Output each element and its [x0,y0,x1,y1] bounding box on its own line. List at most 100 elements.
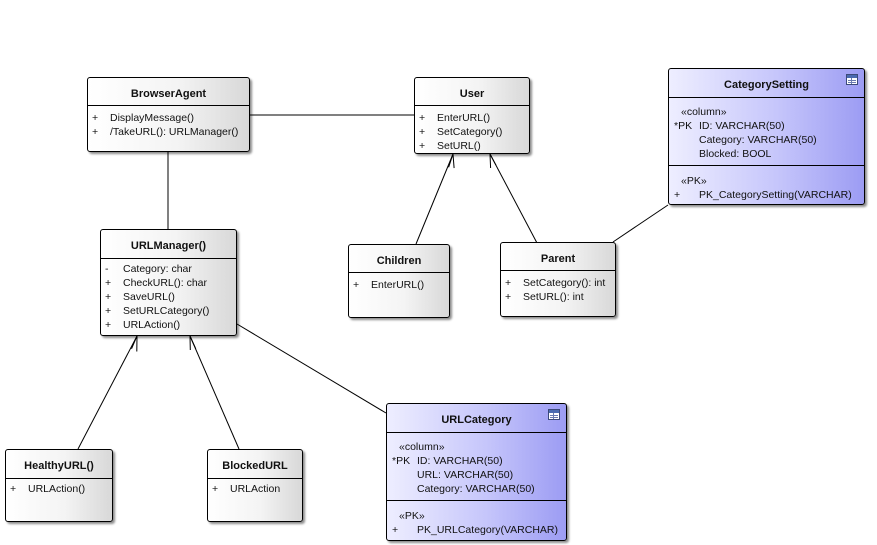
visibility-marker: + [105,305,112,317]
methods-compartment: + EnterURL() [349,273,449,292]
visibility-marker: + [392,524,399,536]
table-name: CategorySetting [669,69,864,98]
method-name: SetCategory(): int [523,277,606,289]
method-name: SetURL(): int [523,291,584,303]
member-row: - Category: char [101,262,236,276]
column-stereotype: «column» [399,441,445,453]
class-children[interactable]: Children + EnterURL() [348,244,450,318]
class-name: Parent [501,243,615,271]
pk-stereotype: «PK» [681,175,707,187]
method-row: + SetCategory() [415,125,529,139]
class-parent[interactable]: Parent + SetCategory(): int + SetURL(): … [500,242,616,317]
method-row: + EnterURL() [415,111,529,125]
table-icon [846,74,858,85]
class-browseragent[interactable]: BrowserAgent + DisplayMessage() + /TakeU… [87,77,250,152]
method-row: + SetURL() [415,139,529,153]
assoc-urlmanager-urlcategory[interactable] [236,323,387,414]
gen-healthyurl-urlmanager-arrowhead [131,335,138,352]
table-categorysetting[interactable]: CategorySetting «column» *PK ID: VARCHAR… [668,68,865,205]
class-healthyurl[interactable]: HealthyURL() + URLAction() [5,449,113,522]
gen-blockedurl-urlmanager-arrowhead [189,335,197,351]
table-urlcategory[interactable]: URLCategory «column» *PK ID: VARCHAR(50)… [386,403,567,541]
methods-compartment: + URLAction() [6,479,112,496]
member-row: + SaveURL() [101,290,236,304]
member-row: + SetURLCategory() [101,304,236,318]
method-name: URLAction() [28,483,86,495]
member-name: CheckURL(): char [123,277,208,289]
gen-parent-user-arrowhead [489,153,497,169]
column-definition: Blocked: BOOL [699,148,772,160]
visibility-marker: + [353,279,360,291]
column-row: Blocked: BOOL [669,147,864,161]
column-definition: ID: VARCHAR(50) [417,455,503,467]
pk-row: + PK_URLCategory(VARCHAR) [387,523,566,537]
method-name: SetCategory() [437,126,503,138]
method-row: + DisplayMessage() [88,111,249,125]
method-row: + EnterURL() [349,278,449,292]
pk-operation: PK_URLCategory(VARCHAR) [417,524,559,536]
methods-compartment: + SetCategory(): int + SetURL(): int [501,271,615,304]
class-name: BlockedURL [208,450,302,479]
column-key: *PK [674,120,693,132]
member-name: URLAction() [123,319,181,331]
visibility-marker: + [674,189,681,201]
method-row: + SetURL(): int [501,290,615,304]
class-name: Children [349,245,449,273]
pk-stereotype: «PK» [399,510,425,522]
columns-compartment: «column» *PK ID: VARCHAR(50) Category: V… [669,98,864,165]
method-name: SetURL() [437,140,481,152]
column-key: *PK [392,455,411,467]
class-user[interactable]: User + EnterURL() + SetCategory() + SetU… [414,77,530,154]
gen-blockedurl-urlmanager[interactable] [189,335,240,450]
class-name: User [415,78,529,106]
method-name: EnterURL() [437,112,491,124]
visibility-marker: + [419,126,426,138]
gen-parent-user[interactable] [489,153,538,244]
method-row: + SetCategory(): int [501,276,615,290]
method-name: EnterURL() [371,279,425,291]
class-name: URLManager() [101,230,236,259]
visibility-marker: + [505,291,512,303]
pk-compartment: «PK» + PK_CategorySetting(VARCHAR) [669,165,864,202]
visibility-marker: + [92,112,99,124]
visibility-marker: + [92,126,99,138]
columns-compartment: «column» *PK ID: VARCHAR(50) URL: VARCHA… [387,433,566,500]
column-row: *PK ID: VARCHAR(50) [387,454,566,468]
class-name: BrowserAgent [88,78,249,106]
class-urlmanager[interactable]: URLManager() - Category: char + CheckURL… [100,229,237,336]
method-row: + URLAction() [6,482,112,496]
method-name: DisplayMessage() [110,112,195,124]
methods-compartment: + URLAction [208,479,302,496]
class-name: HealthyURL() [6,450,112,479]
visibility-marker: + [105,319,112,331]
column-definition: URL: VARCHAR(50) [417,469,514,481]
member-row: + URLAction() [101,318,236,332]
methods-compartment: + DisplayMessage() + /TakeURL(): URLMana… [88,106,249,139]
pk-compartment: «PK» + PK_URLCategory(VARCHAR) [387,500,566,537]
column-row: *PK ID: VARCHAR(50) [669,119,864,133]
visibility-marker: + [105,277,112,289]
method-name: /TakeURL(): URLManager() [110,126,239,138]
visibility-marker: + [105,291,112,303]
visibility-marker: + [10,483,17,495]
member-name: SaveURL() [123,291,175,303]
assoc-parent-categorysetting[interactable] [612,204,669,243]
method-row: + URLAction [208,482,302,496]
column-definition: Category: VARCHAR(50) [699,134,817,146]
methods-compartment: + EnterURL() + SetCategory() + SetURL() [415,106,529,153]
class-blockedurl[interactable]: BlockedURL + URLAction [207,449,303,522]
column-row: Category: VARCHAR(50) [387,482,566,496]
gen-children-user[interactable] [415,153,454,245]
visibility-marker: + [505,277,512,289]
method-name: URLAction [230,483,281,495]
column-stereotype: «column» [681,106,727,118]
visibility-marker: + [419,140,426,152]
pk-operation: PK_CategorySetting(VARCHAR) [699,189,852,201]
column-definition: Category: VARCHAR(50) [417,483,535,495]
visibility-marker: - [105,263,109,275]
visibility-marker: + [212,483,219,495]
method-row: + /TakeURL(): URLManager() [88,125,249,139]
gen-healthyurl-urlmanager[interactable] [77,335,138,450]
column-definition: ID: VARCHAR(50) [699,120,785,132]
